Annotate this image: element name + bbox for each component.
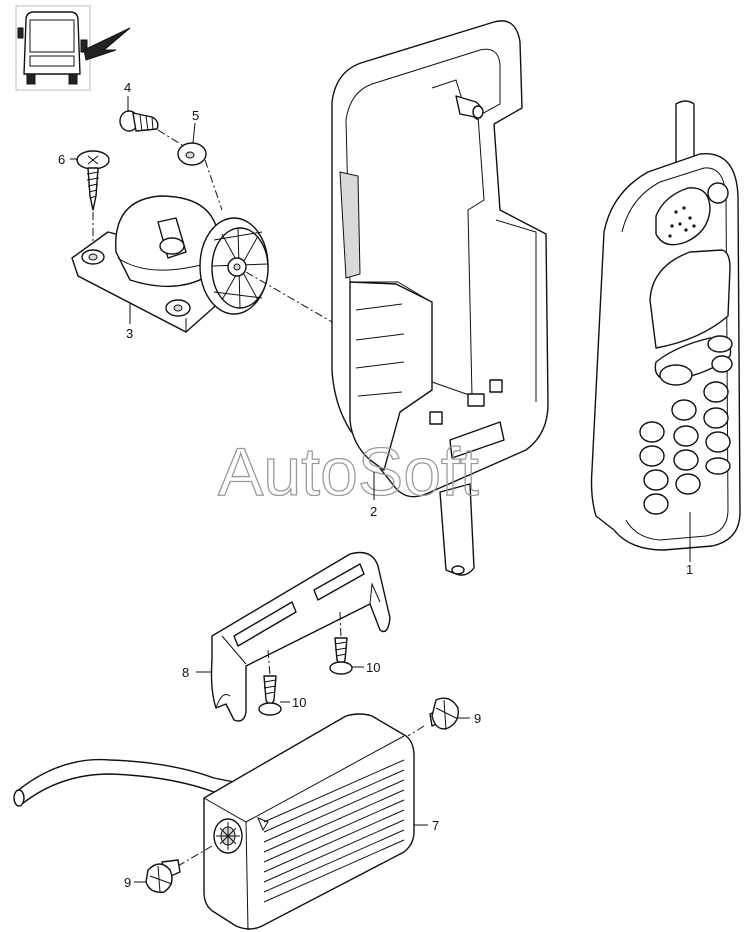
screw-part-6 (76, 150, 110, 211)
charger-part-7 (203, 713, 415, 931)
callout-1: 1 (686, 562, 693, 577)
callout-2: 2 (370, 504, 377, 519)
bracket-part-8 (210, 551, 391, 722)
callout-5: 5 (192, 108, 199, 123)
callout-7: 7 (432, 818, 439, 833)
dash-line (204, 159, 223, 211)
watermark-text: AutoSoft (218, 434, 479, 510)
callout-6: 6 (58, 152, 65, 167)
thumb-screw-part-9-b (145, 845, 213, 893)
thumb-screw-part-9-a (407, 697, 459, 737)
callout-8: 8 (182, 665, 189, 680)
mobile-phone-part-1 (590, 100, 741, 551)
bus-front-icon (15, 5, 131, 91)
screw-part-10-a (258, 649, 282, 716)
callout-9-top: 9 (474, 711, 481, 726)
dash-line (157, 129, 191, 151)
power-cable (13, 758, 235, 807)
callout-10-upper: 10 (366, 660, 380, 675)
leader-lines (70, 96, 691, 883)
bolt-part-4 (119, 110, 159, 132)
callout-3: 3 (126, 326, 133, 341)
phone-holder-part-2 (331, 20, 549, 576)
callout-9-bottom: 9 (124, 875, 131, 890)
callout-4: 4 (124, 80, 131, 95)
screw-part-10-b (329, 611, 353, 675)
dash-line (245, 271, 333, 323)
swivel-base-part-3 (71, 195, 269, 333)
washer-part-5 (177, 142, 207, 166)
callout-10-lower: 10 (292, 695, 306, 710)
